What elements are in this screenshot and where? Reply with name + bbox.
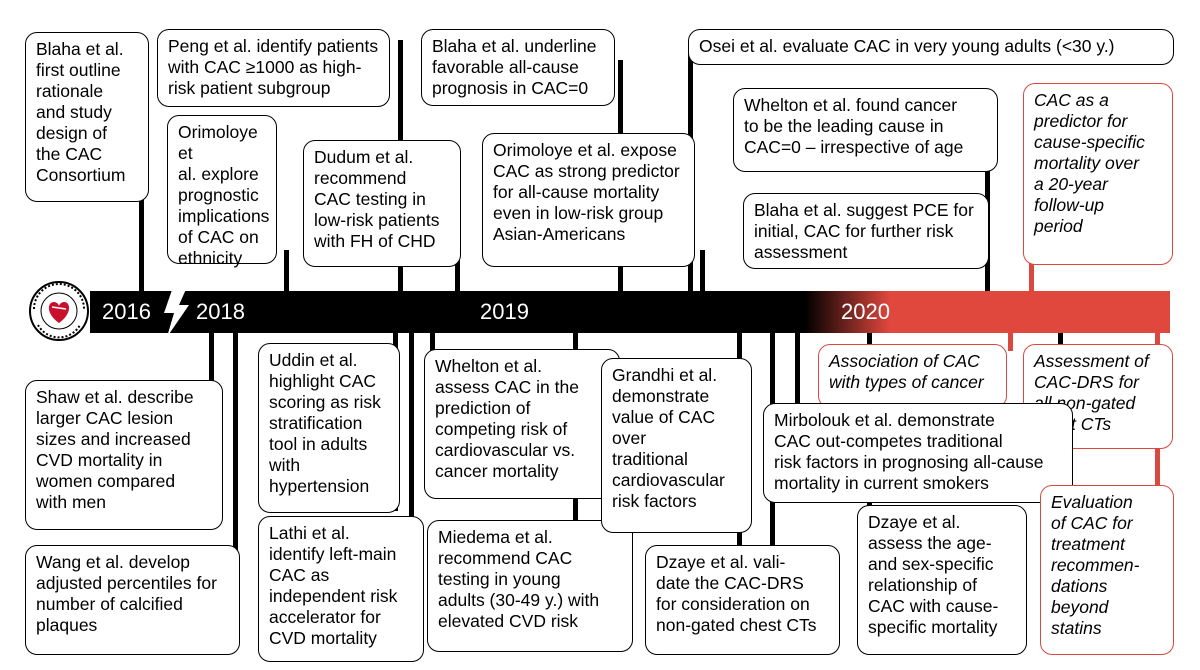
- connector-stem: [409, 331, 414, 644]
- event-whelton-competing: Whelton et al. assess CAC in the predict…: [424, 349, 620, 499]
- event-dudum: Dudum et al. recommend CAC testing in lo…: [303, 140, 461, 267]
- connector-stem: [284, 250, 289, 293]
- event-uddin: Uddin et al. highlight CAC scoring as ri…: [258, 343, 400, 513]
- timeline-bar: [90, 291, 1170, 333]
- year-label: 2016: [102, 299, 151, 324]
- event-osei: Osei et al. evaluate CAC in very young a…: [688, 29, 1174, 65]
- event-blaha-2016: Blaha et al. first outline rationale and…: [25, 32, 149, 202]
- year-label: 2020: [841, 299, 890, 324]
- event-wang: Wang et al. develop adjusted percentiles…: [25, 545, 240, 655]
- event-shaw: Shaw et al. describe larger CAC lesion s…: [25, 380, 223, 530]
- event-whelton-cancer: Whelton et al. found cancer to be the le…: [733, 88, 998, 172]
- event-future-cancer-types: Association of CAC with types of cancer: [818, 344, 1007, 408]
- event-future-cause-specific: CAC as a predictor for cause-specific mo…: [1023, 83, 1173, 265]
- event-dzaye-drs: Dzaye et al. vali- date the CAC-DRS for …: [645, 545, 840, 655]
- connector-stem: [985, 95, 990, 293]
- connector-stem: [233, 331, 238, 644]
- year-label: 2018: [196, 299, 245, 324]
- connector-stem: [795, 331, 800, 405]
- event-dzaye-age-sex: Dzaye et al. assess the age- and sex-spe…: [857, 505, 1027, 655]
- event-mirbolouk: Mirbolouk et al. demonstrate CAC out-com…: [763, 403, 1073, 503]
- event-orimoloye-ethnicity: Orimoloye et al. explore prognostic impl…: [167, 115, 277, 268]
- event-lathi: Lathi et al. identify left-main CAC as i…: [258, 516, 424, 662]
- event-blaha-pce: Blaha et al. suggest PCE for initial, CA…: [743, 193, 989, 269]
- event-future-statins: Evaluation of CAC for treatment recommen…: [1040, 485, 1174, 655]
- event-miedema: Miedema et al. recommend CAC testing in …: [427, 520, 633, 652]
- event-grandhi: Grandhi et al. demonstrate value of CAC …: [601, 358, 752, 533]
- event-peng: Peng et al. identify patients with CAC ≥…: [157, 29, 390, 107]
- event-blaha-cac0: Blaha et al. underline favorable all-cau…: [421, 29, 615, 106]
- cac-consortium-logo: [29, 281, 89, 341]
- timeline-break-icon: [164, 287, 189, 337]
- year-label: 2019: [480, 299, 529, 324]
- event-orimoloye-asian: Orimoloye et al. expose CAC as strong pr…: [482, 133, 695, 267]
- connector-stem: [1008, 331, 1013, 351]
- connector-stem: [209, 331, 214, 393]
- connector-stem: [700, 250, 705, 293]
